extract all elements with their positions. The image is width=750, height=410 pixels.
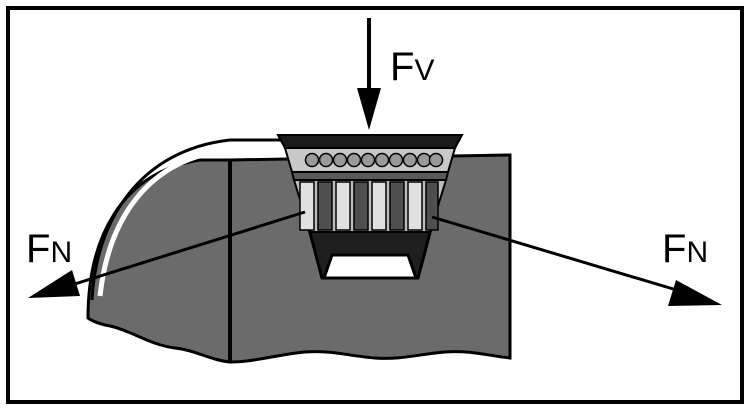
label-normal-force-left: FN — [26, 227, 72, 271]
v-belt — [276, 134, 464, 233]
arrow-down-icon — [357, 18, 381, 130]
belt-ribs — [299, 181, 439, 231]
arrow-right-icon — [431, 215, 722, 306]
groove-bottom-gap — [321, 253, 419, 280]
pulley-rim-highlight — [90, 138, 285, 301]
label-normal-force-right: FN — [662, 227, 708, 271]
belt-top-cover — [276, 134, 464, 149]
belt-cords — [304, 152, 444, 168]
label-vertical-force: FV — [390, 45, 434, 89]
pulley-left-segment — [86, 138, 285, 364]
belt-ribbed-body — [292, 179, 448, 233]
arrow-left-icon — [28, 210, 306, 298]
